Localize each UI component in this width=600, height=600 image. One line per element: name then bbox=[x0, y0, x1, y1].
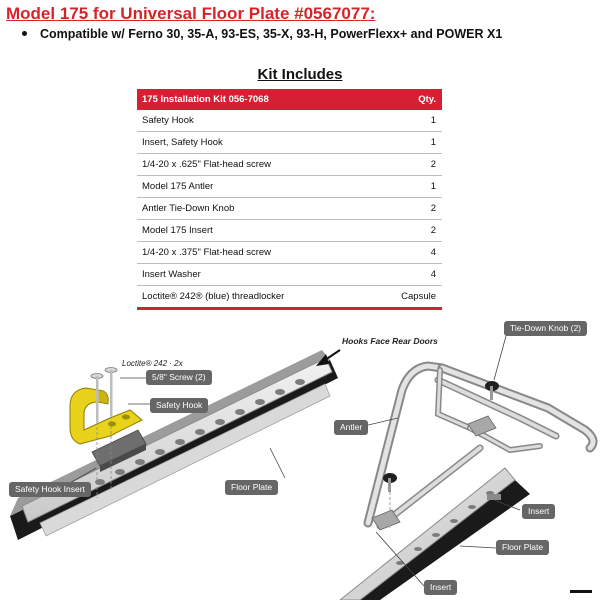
insert-parts bbox=[371, 415, 501, 531]
kit-table: 175 Installation Kit 056-7068 Qty. Safet… bbox=[137, 89, 442, 310]
compatibility-bullet: Compatible w/ Ferno 30, 35-A, 93-ES, 35-… bbox=[22, 27, 502, 41]
corner-mark bbox=[570, 590, 592, 593]
kit-qty: 1 bbox=[371, 131, 442, 154]
safety-hook-callout: Safety Hook bbox=[150, 398, 209, 413]
kit-qty: 2 bbox=[371, 197, 442, 220]
kit-qty: 4 bbox=[371, 241, 442, 264]
left-leader-lines bbox=[69, 377, 286, 484]
kit-item: Antler Tie-Down Knob bbox=[137, 197, 372, 220]
kit-item: Safety Hook bbox=[137, 110, 372, 132]
kit-item: Model 175 Insert bbox=[137, 219, 372, 242]
hooks-note: Hooks Face Rear Doors bbox=[342, 336, 438, 346]
loctite-note: Loctite® 242 · 2x bbox=[122, 359, 183, 368]
kit-qty: 2 bbox=[371, 219, 442, 242]
right-floor-plate-callout: Floor Plate bbox=[496, 540, 550, 555]
kit-item: Insert Washer bbox=[137, 263, 372, 286]
kit-heading-text: Kit Includes bbox=[257, 66, 343, 83]
kit-item: Model 175 Antler bbox=[137, 175, 372, 198]
tie-down-knobs bbox=[383, 381, 499, 528]
tie-down-knob-callout: Tie-Down Knob (2) bbox=[504, 321, 588, 336]
kit-qty: 1 bbox=[371, 175, 442, 198]
screw-callout: 5/8" Screw (2) bbox=[146, 370, 212, 385]
bullet-dot bbox=[22, 31, 27, 37]
page-title: Model 175 for Universal Floor Plate #056… bbox=[6, 4, 376, 23]
safety-hook-part bbox=[69, 387, 143, 445]
kit-item: 1/4-20 x .375" Flat-head screw bbox=[137, 241, 372, 264]
screws bbox=[90, 367, 118, 498]
installation-illustration bbox=[10, 335, 598, 600]
insert-callout-1: Insert bbox=[522, 504, 556, 519]
kit-item: Loctite® 242® (blue) threadlocker bbox=[137, 285, 372, 310]
direction-arrow-icon bbox=[316, 349, 341, 366]
antler-callout: Antler bbox=[334, 420, 369, 435]
kit-table-header-qty: Qty. bbox=[371, 89, 442, 110]
kit-heading: Kit Includes bbox=[0, 66, 600, 83]
kit-item: Insert, Safety Hook bbox=[137, 131, 372, 154]
antler-part bbox=[363, 361, 598, 530]
left-floor-plate-callout: Floor Plate bbox=[225, 480, 279, 495]
insert-callout-2: Insert bbox=[424, 580, 458, 595]
safety-hook-insert-callout: Safety Hook Insert bbox=[9, 482, 91, 497]
kit-qty: 2 bbox=[371, 153, 442, 176]
compatibility-text: Compatible w/ Ferno 30, 35-A, 93-ES, 35-… bbox=[40, 27, 503, 41]
kit-qty: Capsule bbox=[371, 285, 442, 310]
kit-qty: 4 bbox=[371, 263, 442, 286]
safety-hook-insert-part bbox=[91, 429, 147, 472]
kit-table-header-row: 175 Installation Kit 056-7068 Qty. bbox=[137, 89, 442, 110]
kit-qty: 1 bbox=[371, 110, 442, 132]
right-leader-lines bbox=[363, 335, 521, 587]
kit-item: 1/4-20 x .625" Flat-head screw bbox=[137, 153, 372, 176]
right-floor-plate bbox=[339, 467, 530, 600]
left-floor-plate bbox=[10, 350, 338, 540]
kit-table-header-item: 175 Installation Kit 056-7068 bbox=[137, 89, 372, 110]
